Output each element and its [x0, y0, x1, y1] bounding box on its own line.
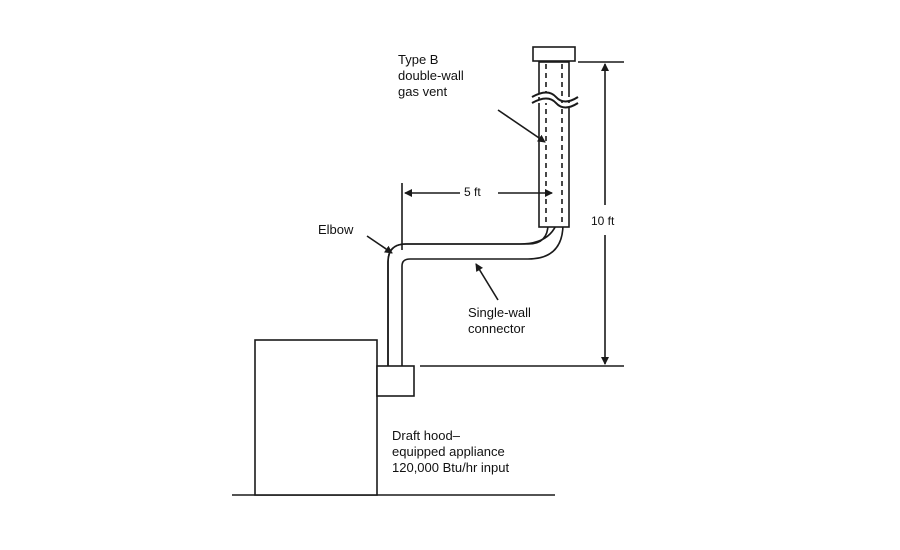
appliance-label-line1: Draft hood–: [392, 428, 460, 443]
appliance-label-line2: equipped appliance: [392, 444, 505, 459]
connector-label-line1: Single-wall: [468, 305, 531, 320]
connector-outer-edge: [387, 223, 549, 366]
appliance-label-line3: 120,000 Btu/hr input: [392, 460, 510, 475]
appliance-box: [254, 339, 378, 496]
vent-label-line3: gas vent: [398, 84, 448, 99]
vent-break-symbol: [531, 91, 579, 103]
vent-leader-arrow: [497, 109, 546, 143]
connector-leader-arrow: [475, 263, 499, 301]
connector-inner-edge: [401, 223, 564, 366]
elbow-leader-arrow: [366, 235, 393, 254]
draft-hood: [376, 365, 415, 397]
connector-label-line2: connector: [468, 321, 526, 336]
vent-cap: [532, 46, 576, 62]
vent-pipe-outer: [538, 61, 570, 228]
vertical-dimension-label: 10 ft: [591, 212, 615, 231]
elbow-label: Elbow: [318, 222, 354, 237]
vent-break-symbol-2: [531, 97, 579, 109]
vent-label-line2: double-wall: [398, 68, 464, 83]
vent-label-line1: Type B: [398, 52, 439, 67]
horizontal-dimension-label: 5 ft: [464, 185, 481, 199]
connector-outer: [387, 203, 561, 366]
